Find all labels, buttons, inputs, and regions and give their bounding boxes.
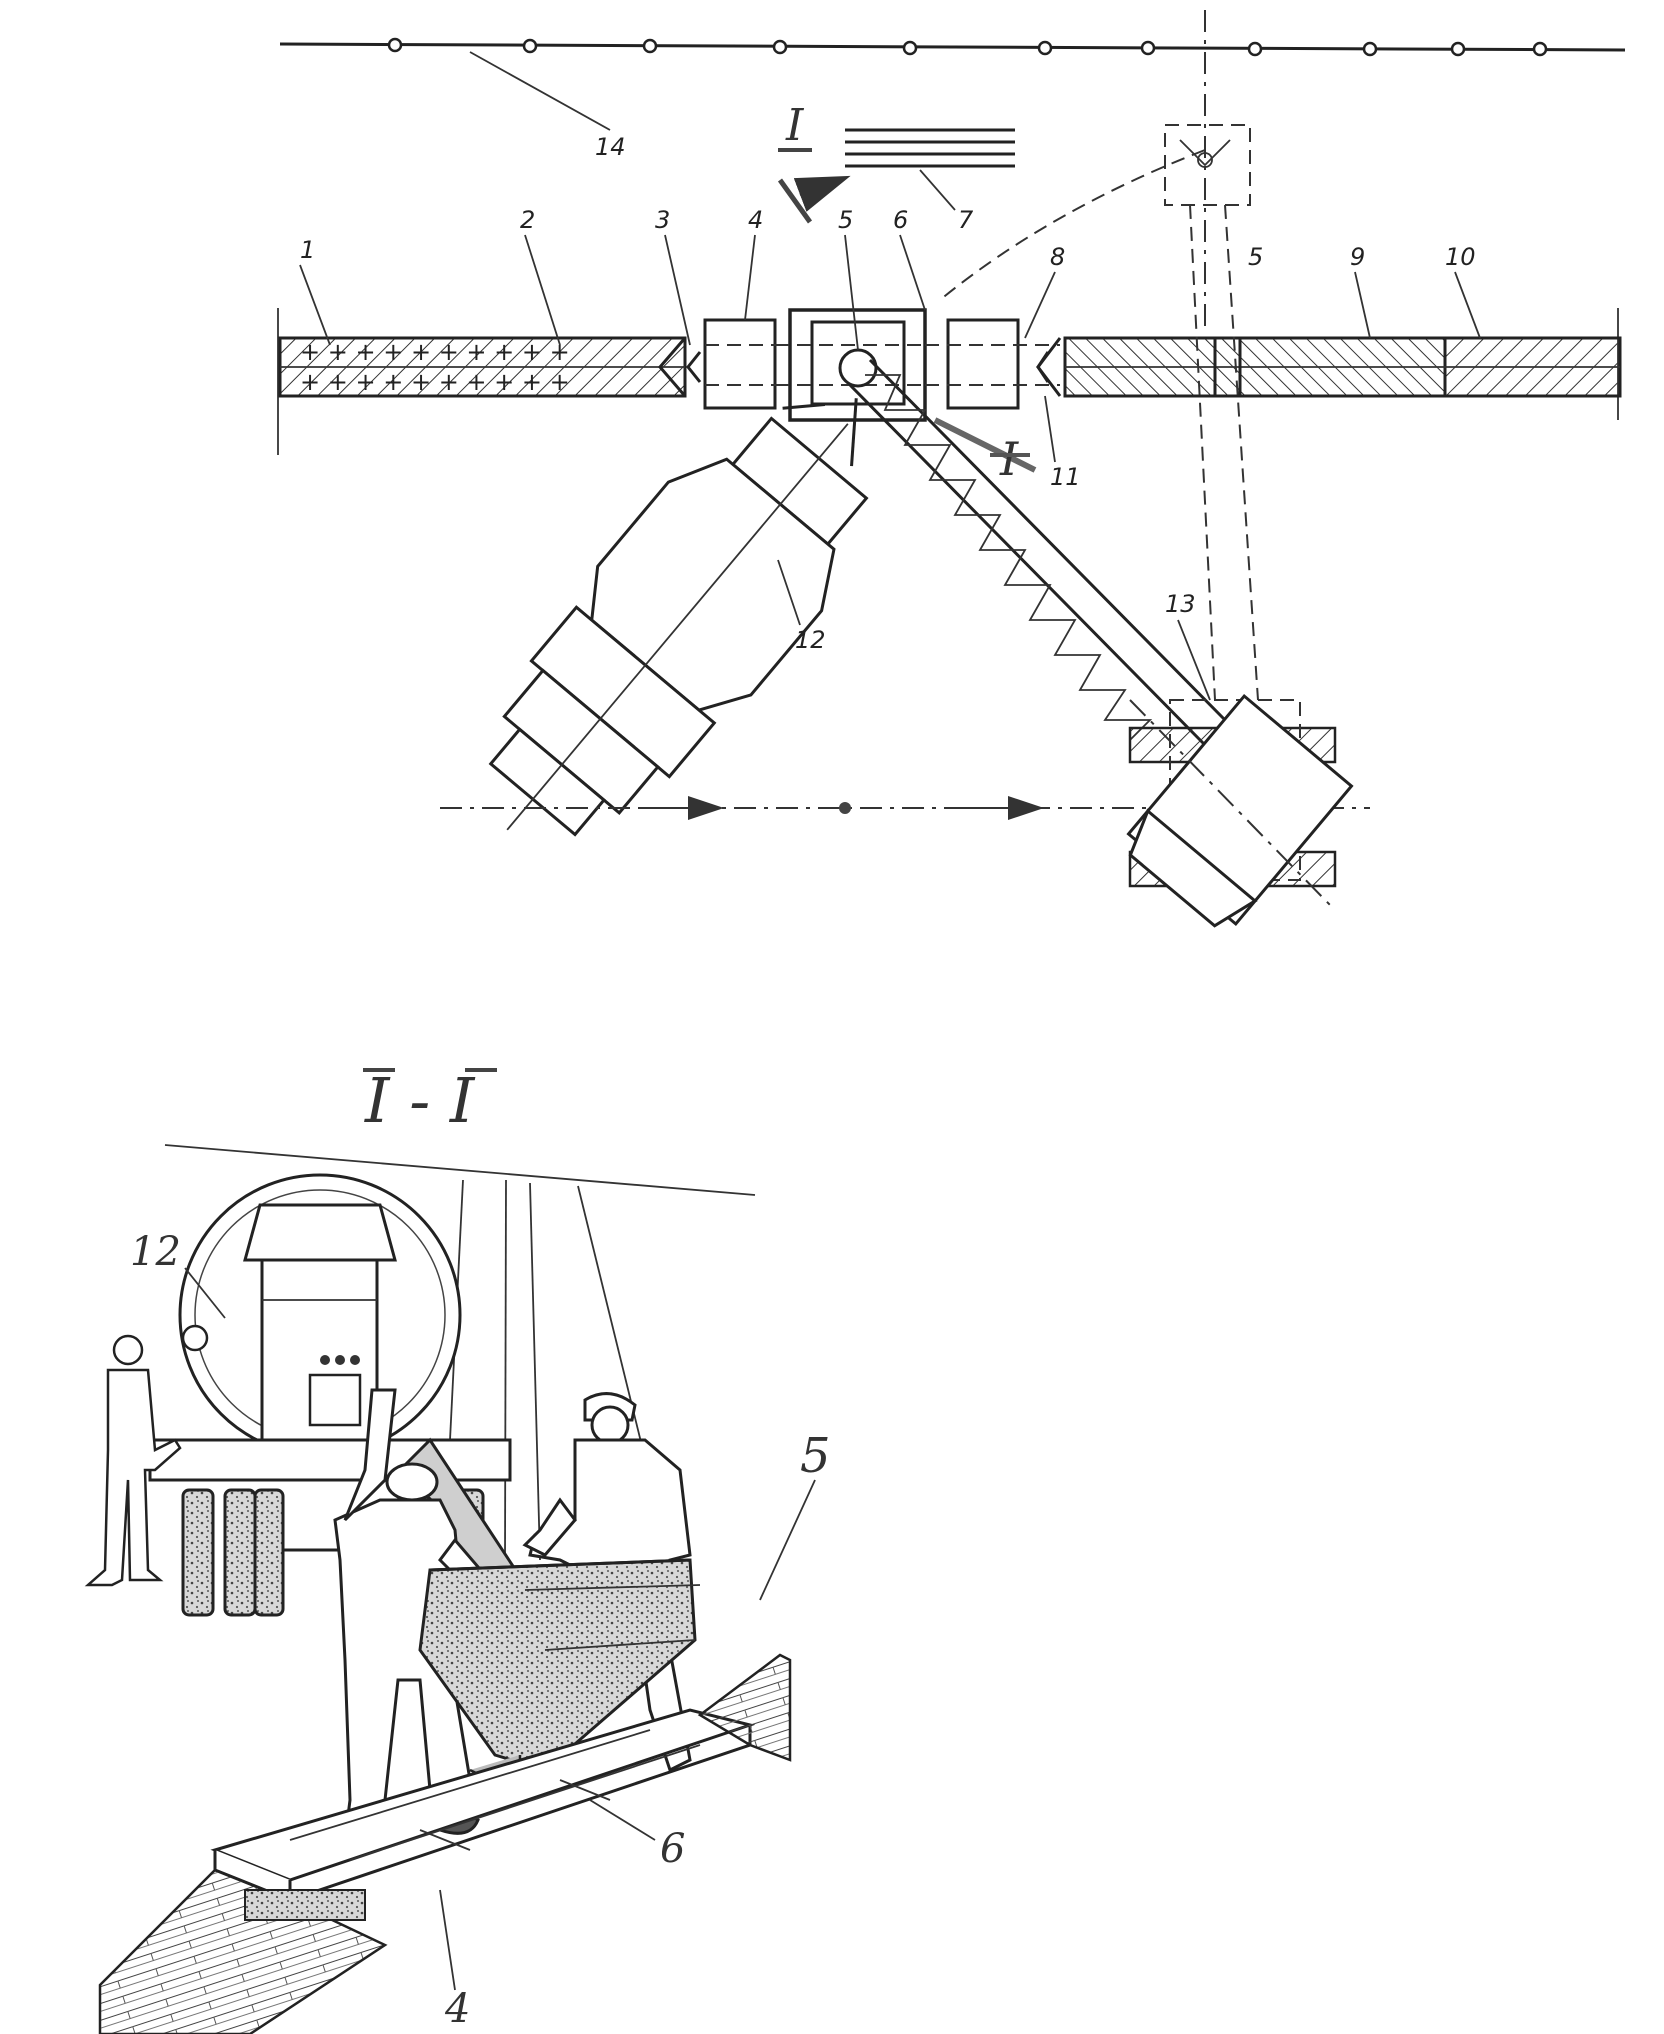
crane-boom — [838, 348, 1227, 747]
label-9: 9 — [1350, 243, 1365, 271]
section-title: I - I — [364, 1064, 476, 1137]
overhead-line-14 — [279, 37, 1626, 131]
section-label-4: 4 — [444, 1986, 470, 2032]
block-4-left — [703, 318, 777, 410]
section-label-5: 5 — [800, 1428, 831, 1484]
mixer-truck-12 — [488, 398, 869, 837]
crane-base-13 — [1126, 693, 1354, 928]
section-label-12: 12 — [130, 1229, 181, 1275]
plan-view: I + + + + + + + + + + + + + + + + + + + … — [277, 10, 1626, 928]
section-mark-bottom-label: I — [999, 432, 1019, 486]
svg-text:+ + + + + + + + +: + + + + + + + + + + — [300, 338, 570, 366]
label-10: 10 — [1445, 243, 1476, 271]
label-7: 7 — [958, 206, 974, 234]
label-5b: 5 — [1248, 243, 1263, 271]
frame-6-and-rails — [98, 1653, 792, 2034]
worker-left — [84, 1334, 182, 1587]
bucket-alt-position — [939, 10, 1259, 701]
section-mark-top-label: I — [785, 100, 805, 151]
label-5: 5 — [838, 206, 853, 234]
label-1: 1 — [300, 236, 315, 264]
track-strip: + + + + + + + + + + + + + + + + + + + + — [277, 308, 1622, 455]
label-8: 8 — [1050, 243, 1065, 271]
plan-labels: 1 2 3 4 5 6 7 8 5 9 10 11 12 13 — [299, 133, 1481, 701]
label-6: 6 — [893, 206, 908, 234]
section-view: I - I — [84, 1064, 831, 2034]
section-mark-top: I — [777, 100, 851, 224]
label-2: 2 — [520, 206, 535, 234]
label-14: 14 — [595, 133, 626, 161]
label-3: 3 — [655, 206, 670, 234]
block-4-right — [946, 318, 1020, 410]
svg-text:+ + + + + + + + +: + + + + + + + + + + — [300, 368, 570, 396]
mixer-truck-rear-12 — [148, 1173, 558, 1652]
element-7-stack — [845, 128, 1015, 211]
label-12: 12 — [795, 626, 826, 654]
label-4: 4 — [748, 206, 763, 234]
section-label-6: 6 — [660, 1826, 685, 1872]
section-labels: 12 5 6 4 — [130, 1229, 831, 2032]
label-11: 11 — [1050, 463, 1081, 491]
label-13: 13 — [1165, 590, 1196, 618]
overhead-beam — [164, 1144, 756, 1196]
